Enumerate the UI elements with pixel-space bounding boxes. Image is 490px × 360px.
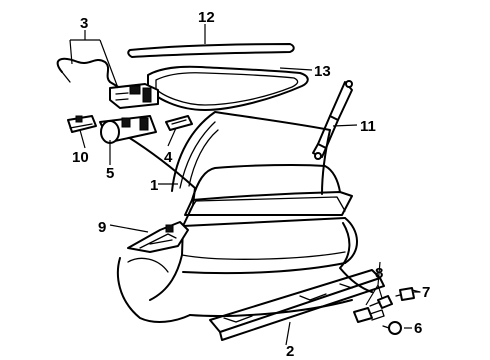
rear-window-seal bbox=[147, 65, 309, 111]
latch-motor bbox=[99, 115, 157, 144]
rear-panel-trim bbox=[209, 269, 385, 341]
leader-lines bbox=[69, 24, 420, 346]
rear-body-outline bbox=[116, 131, 373, 323]
callout-12: 12 bbox=[198, 9, 215, 26]
window-molding-strip bbox=[127, 43, 295, 58]
striker bbox=[165, 115, 193, 131]
bolt-nut bbox=[369, 295, 393, 309]
callout-1: 1 bbox=[150, 177, 158, 194]
callout-6: 6 bbox=[414, 320, 422, 337]
decklid bbox=[171, 111, 331, 195]
gas-strut bbox=[312, 80, 353, 160]
callout-10: 10 bbox=[72, 149, 89, 166]
clip-fastener bbox=[395, 287, 421, 301]
callout-9: 9 bbox=[98, 219, 106, 236]
bolt-with-washer bbox=[353, 307, 385, 323]
trunk-tub bbox=[184, 163, 353, 216]
lock-actuator bbox=[109, 83, 159, 109]
callout-7: 7 bbox=[422, 284, 430, 301]
latch-bracket bbox=[67, 115, 97, 133]
push-pin-clip bbox=[382, 321, 402, 335]
callout-labels: 1 2 3 4 5 6 7 8 9 10 11 12 13 bbox=[72, 9, 430, 360]
release-cable bbox=[56, 57, 121, 89]
callout-4: 4 bbox=[164, 149, 173, 166]
callout-8: 8 bbox=[375, 265, 383, 282]
callout-11: 11 bbox=[360, 118, 376, 135]
callout-3: 3 bbox=[80, 15, 88, 32]
callout-5: 5 bbox=[106, 165, 114, 182]
lower-latch-assembly bbox=[127, 221, 189, 253]
callout-2: 2 bbox=[286, 343, 294, 360]
callout-13: 13 bbox=[314, 63, 331, 80]
